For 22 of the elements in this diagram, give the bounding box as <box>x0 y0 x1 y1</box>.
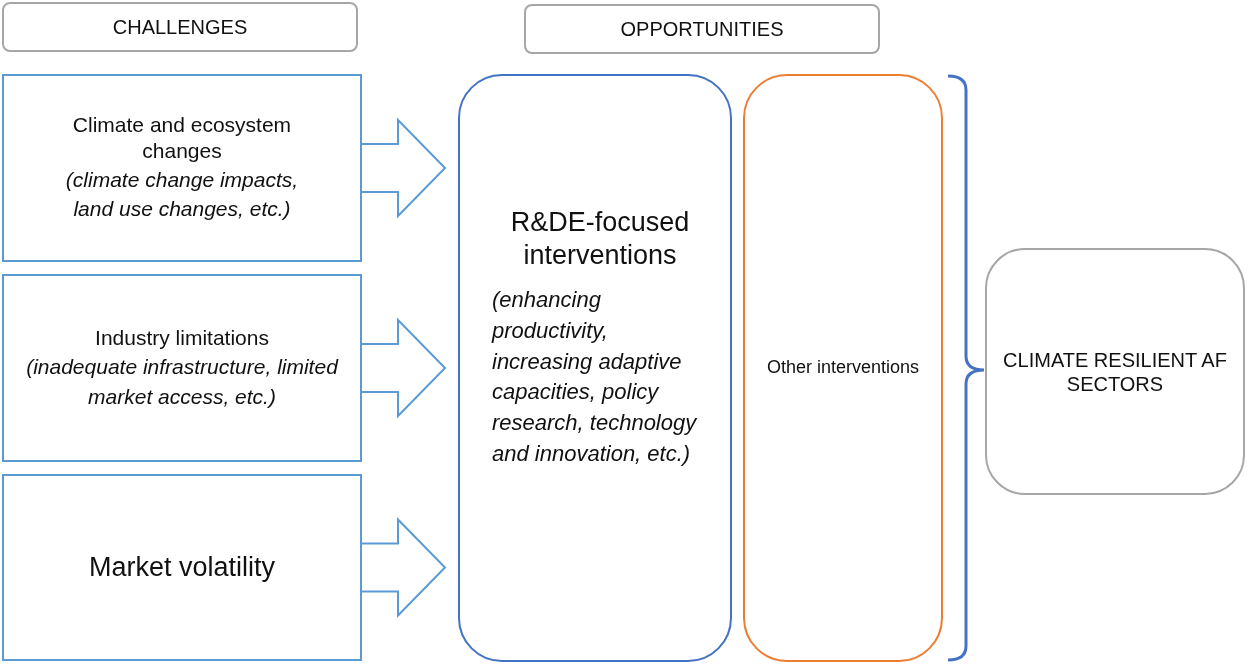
node-description: (inadequate infrastructure, limited market access, etc.) <box>25 354 340 410</box>
node-title: Other interventions <box>766 357 920 379</box>
header-box <box>2 2 358 52</box>
node-title: Market volatility <box>88 551 275 584</box>
node-title: CHALLENGES <box>112 15 248 39</box>
node-description: (enhancing productivity, increasing adaptive capacities, policy research, technology and innovation, etc.) <box>492 286 698 468</box>
header-box <box>524 4 880 54</box>
block-arrow <box>361 317 447 419</box>
node-title: Climate and ecosystem changes <box>71 112 293 163</box>
challenge-box <box>2 474 362 661</box>
intervention-box <box>458 74 732 662</box>
outcome-box <box>985 248 1245 495</box>
block-arrow <box>361 517 447 618</box>
intervention-box <box>743 74 943 662</box>
block-arrow <box>361 117 447 219</box>
node-title: OPPORTUNITIES <box>620 17 784 41</box>
node-title: R&DE-focused interventions <box>509 206 691 271</box>
challenge-box <box>2 274 362 462</box>
node-title: CLIMATE RESILIENT AF SECTORS <box>1002 347 1228 396</box>
node-description: (climate change impacts, land use changes, etc.) <box>64 166 300 223</box>
challenge-box <box>2 74 362 262</box>
node-title: Industry limitations <box>95 325 269 351</box>
